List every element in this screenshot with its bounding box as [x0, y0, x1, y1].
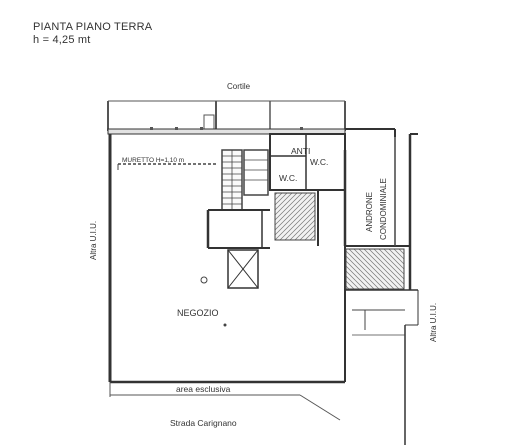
hatched-block-hallway [345, 248, 405, 290]
street-label: Strada Carignano [170, 418, 237, 428]
shaft [227, 249, 259, 289]
floor-height: h = 4,25 mt [33, 34, 91, 46]
plan-title: PIANTA PIANO TERRA [33, 21, 153, 33]
hallway-label: ANDRONE [365, 192, 374, 232]
staircase [221, 149, 269, 211]
wc-block [206, 133, 346, 249]
exterior-walls [107, 128, 419, 445]
column-marker [200, 276, 208, 284]
anti-wc-label: ANTI [291, 146, 310, 156]
hallway-label-2: CONDOMINIALE [379, 178, 388, 240]
exclusive-area-label: area esclusiva [176, 384, 231, 394]
courtyard-boundary [107, 100, 346, 131]
side-unit-right-label: Altra U.I.U. [429, 303, 438, 342]
point-marker [223, 323, 227, 327]
side-unit-left-label: Altra U.I.U. [89, 221, 98, 260]
courtyard-label: Cortile [227, 82, 251, 91]
exclusive-area-boundary [109, 382, 341, 421]
plan-title-block: PIANTA PIANO TERRA h = 4,25 mt [33, 21, 152, 47]
anti-wc-label-2: W.C. [310, 157, 328, 167]
hallway-walls [352, 137, 405, 336]
shop-label: NEGOZIO [177, 308, 219, 318]
wall-markers [150, 127, 303, 130]
hatched-block-wc [274, 192, 316, 241]
wc-label: W.C. [279, 173, 297, 183]
muretto [117, 163, 218, 170]
muretto-label: MURETTO H=1,10 m [122, 157, 184, 164]
